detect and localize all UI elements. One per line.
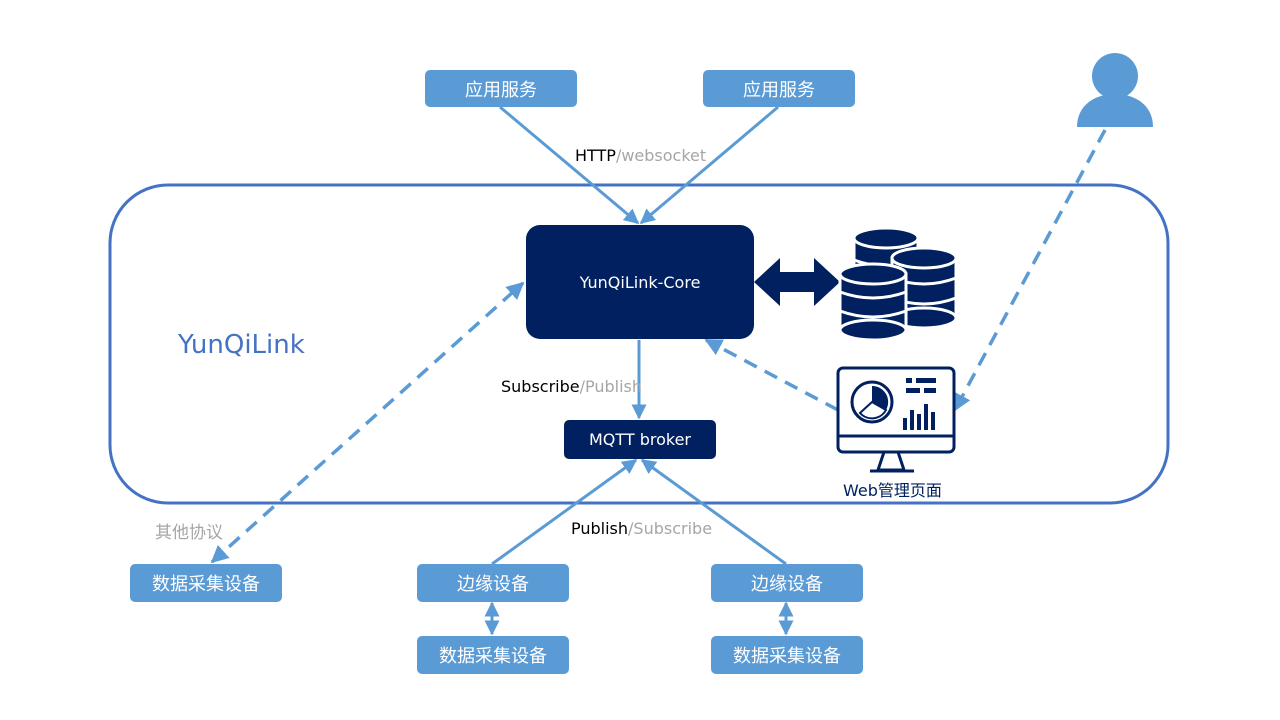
app-service-left-box: 应用服务	[425, 70, 577, 107]
arrow-app-left-to-core	[499, 105, 640, 225]
http-label-secondary: /websocket	[615, 146, 707, 165]
arrow-edge-right-to-broker	[640, 458, 787, 566]
broker-label: MQTT broker	[588, 430, 692, 449]
system-name: YunQiLink	[178, 330, 305, 360]
broker-box: MQTT broker	[564, 420, 716, 459]
arrow-collector-to-core-dashed	[210, 281, 525, 564]
collector-standalone-box: 数据采集设备	[130, 564, 282, 602]
collector-left-label: 数据采集设备	[439, 646, 547, 667]
other-protocol-label: 其他协议	[155, 523, 223, 543]
app-service-left-label: 应用服务	[465, 79, 537, 101]
arrow-core-database	[754, 258, 840, 306]
database-icon	[838, 226, 958, 342]
core-label: YunQiLink-Core	[579, 272, 701, 292]
app-service-right-box: 应用服务	[703, 70, 855, 107]
publish-label-secondary: /Subscribe	[628, 519, 713, 538]
arrow-app-right-to-core	[639, 105, 779, 225]
app-service-right-label: 应用服务	[743, 79, 815, 101]
http-label-primary: HTTP	[575, 146, 616, 165]
user-icon	[1077, 53, 1153, 127]
edge-left-box: 边缘设备	[417, 564, 569, 602]
collector-standalone-label: 数据采集设备	[152, 574, 260, 595]
monitor-icon	[836, 366, 956, 473]
edge-left-label: 边缘设备	[457, 574, 529, 595]
subscribe-label-primary: Subscribe	[501, 377, 580, 396]
edge-right-box: 边缘设备	[711, 564, 863, 602]
arrow-web-to-core-dashed	[704, 338, 839, 412]
collector-left-box: 数据采集设备	[417, 636, 569, 674]
publish-label-primary: Publish	[571, 519, 629, 538]
web-admin-label: Web管理页面	[843, 481, 942, 500]
subscribe-label: Subscribe/Publish	[501, 377, 642, 396]
collector-right-box: 数据采集设备	[711, 636, 863, 674]
arrow-edge-left-to-broker	[491, 458, 638, 566]
subscribe-label-secondary: /Publish	[579, 377, 643, 396]
publish-label: Publish/Subscribe	[571, 519, 712, 538]
collector-right-label: 数据采集设备	[733, 646, 841, 667]
system-boundary	[108, 183, 1170, 505]
core-box: YunQiLink-Core	[526, 225, 754, 339]
http-label: HTTP/websocket	[575, 146, 706, 165]
arrow-user-to-web-dashed	[953, 129, 1107, 412]
edge-right-label: 边缘设备	[751, 574, 823, 595]
